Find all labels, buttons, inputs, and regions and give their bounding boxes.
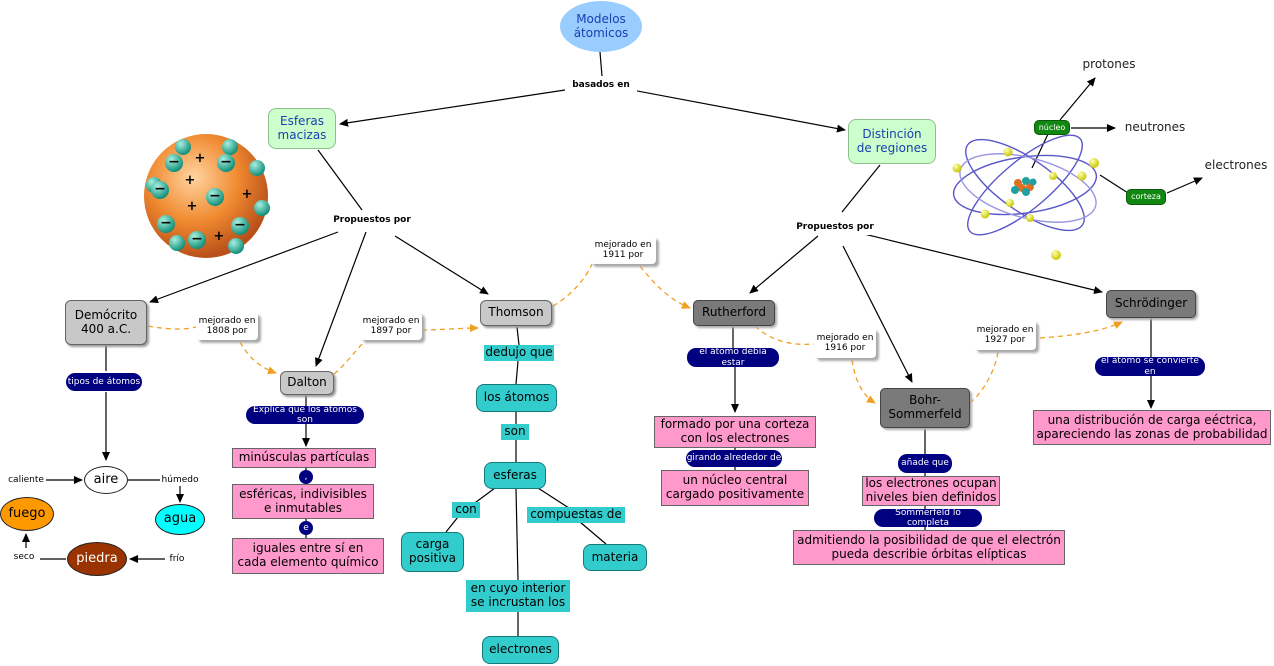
node-esferas: esferas [484,462,546,489]
node-distribucion-carga: una distribución de carga eéctrica, apar… [1033,410,1271,445]
link-atomo-se-convierte: el átomo se convierte en [1095,356,1205,377]
label-neutrones: neutrones [1124,120,1186,135]
link-en-cuyo-interior: en cuyo interior se incrustan los [466,580,570,612]
node-esfericas-indivisibles: esféricas, indivisibles e inmutables [232,484,374,519]
label-humedo: húmedo [160,474,200,486]
link-explica: Explica que los átomos son [246,405,364,425]
node-nucleo-central: un núcleo central cargado positivamente [661,470,809,506]
node-formado-por-corteza: formado por una corteza con los electron… [654,416,816,448]
atom-electrons [952,147,1099,260]
node-schrodinger: Schrödinger [1106,290,1196,318]
atom-nucleus [1011,177,1037,196]
link-basados-en: basados en [565,78,637,92]
label-protones: protones [1082,57,1136,72]
link-mejorado-1897: mejorado en 1897 por [360,312,422,340]
node-carga-positiva: carga positiva [401,532,464,572]
plus-sign: + [213,228,225,244]
plus-sign: + [241,186,253,202]
minus-sign: − [209,187,221,204]
label-electrones: electrones [1204,158,1268,173]
node-bohr-sommerfeld: Bohr- Sommerfeld [880,388,970,428]
node-orbitas-elipticas: admitiendo la posibilidad de que el elec… [793,530,1065,565]
link-mejorado-1808: mejorado en 1808 por [196,312,258,340]
solid-sphere-illustration [144,134,270,258]
root-node: Modelos átomicos [560,1,642,52]
minus-sign: − [191,230,203,247]
link-e: e [299,521,313,535]
minus-sign: − [220,153,232,170]
link-son: son [501,424,529,440]
label-corteza: corteza [1126,189,1166,205]
node-esferas-macizas: Esferas macizas [268,108,336,149]
node-distincion-regiones: Distinción de regiones [848,119,936,164]
link-tipos-atomos: tipos de átomos [66,373,142,391]
link-comma: , [299,470,313,484]
label-nucleo: núcleo [1034,120,1070,135]
node-materia: materia [583,544,647,571]
plus-sign: + [186,198,198,214]
node-dalton: Dalton [280,371,334,395]
link-mejorado-1911: mejorado en 1911 por [590,236,656,264]
minus-sign: − [234,216,246,233]
plus-sign: + [194,150,206,166]
label-frio: frío [166,553,188,565]
link-propuestos-der: Propuestos por [794,219,876,235]
link-anade-que: añade que [898,454,952,473]
label-seco: seco [11,551,37,563]
node-fuego: fuego [0,497,54,531]
node-aire: aire [84,466,128,494]
node-piedra: piedra [67,542,127,576]
link-atomo-debia-estar: el átomo debía estar [687,347,779,368]
node-agua: agua [155,504,205,535]
node-thomson: Thomson [480,300,552,326]
node-los-atomos: los átomos [476,384,557,412]
node-minusculas-particulas: minúsculas partículas [232,448,376,468]
minus-sign: − [168,153,180,170]
link-dedujo-que: dedujo que [484,345,554,361]
label-caliente: caliente [6,474,46,486]
node-electrones: electrones [482,636,559,664]
link-girando-alrededor: girando alrededor de [686,450,782,467]
node-democrito: Demócrito 400 a.C. [65,300,147,345]
node-niveles-definidos: los electrones ocupan niveles bien defin… [862,476,1000,506]
link-compuestas-de: compuestas de [527,507,625,523]
minus-sign: − [160,214,172,231]
link-mejorado-1927: mejorado en 1927 por [974,320,1036,350]
link-con: con [452,502,480,518]
minus-sign: − [154,180,166,197]
link-sommerfeld-completa: Sommerfeld lo completa [874,508,982,528]
link-mejorado-1916: mejorado en 1916 por [814,328,876,358]
link-propuestos-izq: Propuestos por [330,212,414,228]
node-iguales-entre-si: iguales entre sí en cada elemento químic… [232,538,384,574]
node-rutherford: Rutherford [693,300,775,326]
plus-sign: + [184,172,196,188]
